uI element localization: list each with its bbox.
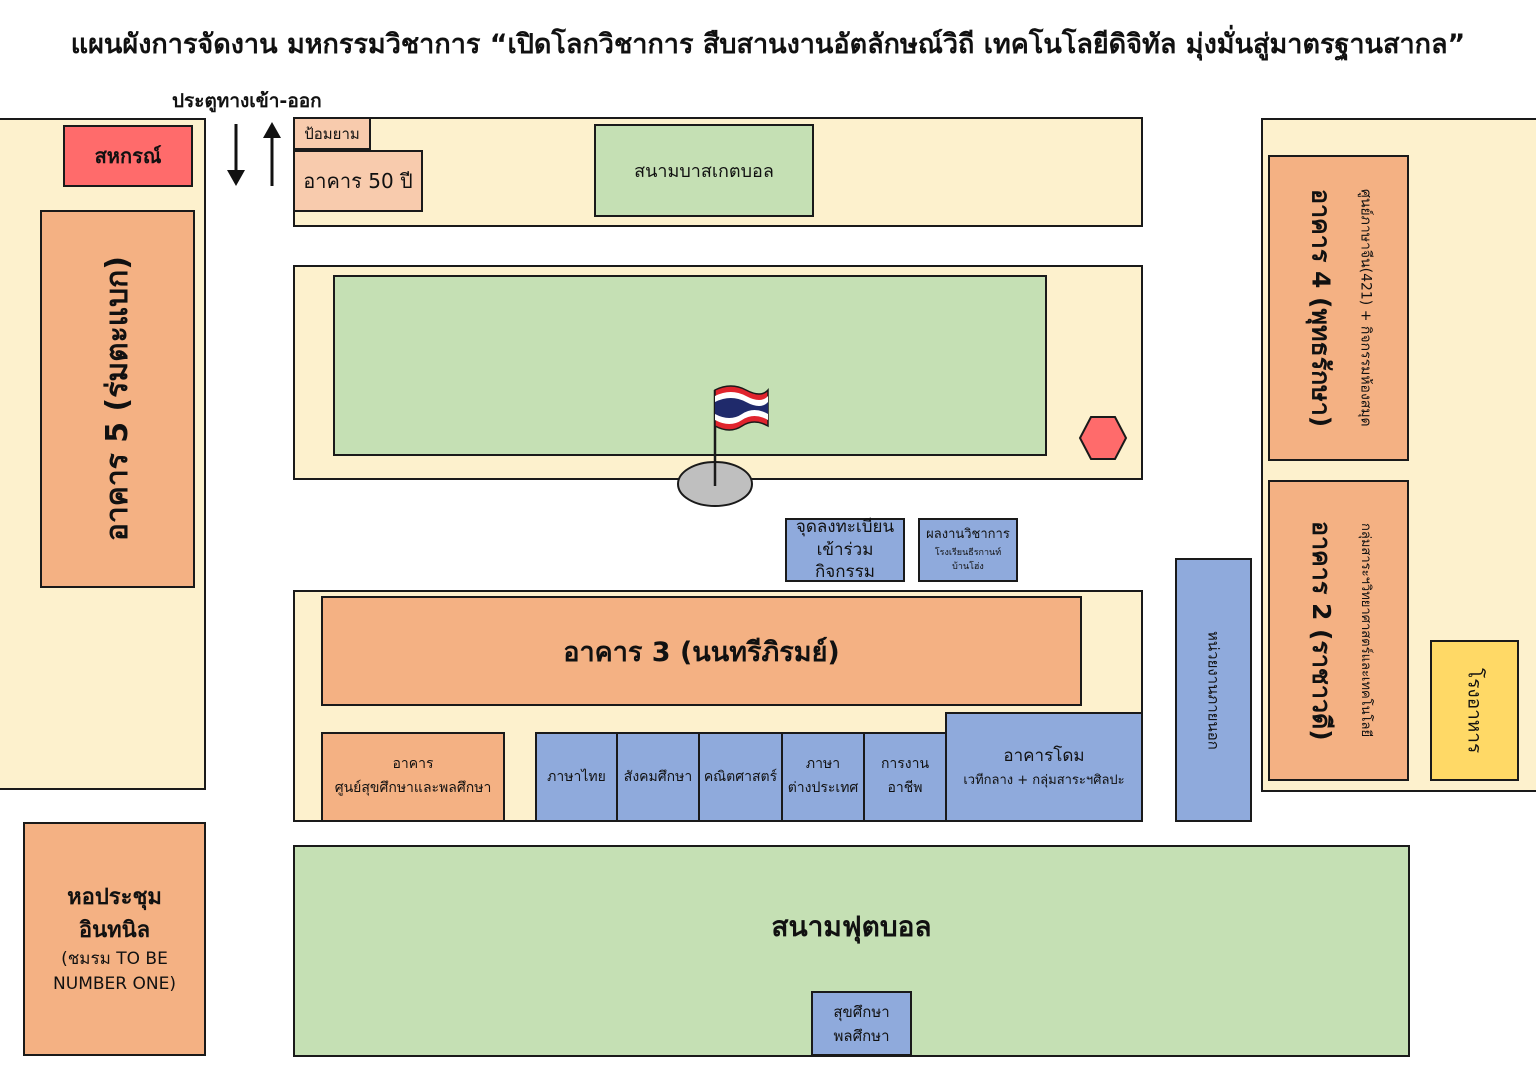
building-4-sub-label: ศูนย์ภาษาจีน(421) + กิจกรรมห้องสมุด — [1357, 189, 1374, 427]
room-thai[interactable]: ภาษาไทย — [535, 732, 618, 822]
building-50-label: อาคาร 50 ปี — [303, 169, 413, 193]
room-career-label-2: อาชีพ — [887, 780, 923, 796]
canteen-label: โรงอาหาร — [1463, 667, 1486, 754]
registration-label-1: จุดลงทะเบียน — [795, 516, 895, 537]
meeting-hall[interactable]: หอประชุม อินทนิล (ชมรม TO BE NUMBER ONE) — [23, 822, 206, 1056]
football-label: สนามฟุตบอล — [771, 910, 932, 943]
guard-post-label: ป้อมยาม — [304, 124, 360, 143]
building-2-sub-label: กลุ่มสาระฯวิทยาศาสตร์และเทคโนโลยี — [1358, 523, 1373, 738]
building-5[interactable]: อาคาร 5 (ร่มตะแบก) — [40, 210, 195, 588]
building-50-years[interactable]: อาคาร 50 ปี — [293, 150, 423, 212]
room-social-label: สังคมศึกษา — [623, 769, 693, 785]
room-math-label: คณิตศาสตร์ — [703, 769, 778, 785]
building-5-label: อาคาร 5 (ร่มตะแบก) — [100, 256, 135, 542]
academic-label-1: ผลงานวิชาการ — [926, 527, 1010, 543]
building-4[interactable]: อาคาร 4 (พุทธรักษา) ศูนย์ภาษาจีน(421) + … — [1268, 155, 1409, 461]
room-foreign-label-1: ภาษา — [805, 756, 841, 773]
room-career[interactable]: การงาน อาชีพ — [863, 732, 947, 822]
gate-arrows-icon — [227, 122, 281, 186]
health-pe-center[interactable]: อาคาร ศูนย์สุขศึกษาและพลศึกษา — [321, 732, 505, 822]
room-thai-label: ภาษาไทย — [547, 769, 606, 785]
gate-label: ประตูทางเข้า-ออก — [172, 90, 322, 112]
external-units-label: หน่วยงานภายนอก — [1204, 630, 1223, 750]
hexagon-marker-icon — [1078, 416, 1128, 460]
meeting-hall-label-1: หอประชุม — [67, 884, 162, 910]
dome-label-2: เวทีกลาง + กลุ่มสาระฯศิลปะ — [963, 773, 1125, 789]
building-2-label: อาคาร 2 (ราชาวดี) — [1307, 520, 1336, 741]
academic-works[interactable]: ผลงานวิชาการ โรงเรียนธีรกานท์บ้านโฮ่ง — [918, 518, 1018, 582]
room-career-label-1: การงาน — [880, 756, 930, 773]
pe-booth-label-1: สุขศึกษา — [833, 1002, 890, 1021]
building-3-label: อาคาร 3 (นนทรีภิรมย์) — [563, 636, 840, 668]
building-3[interactable]: อาคาร 3 (นนทรีภิรมย์) — [321, 596, 1082, 706]
health-center-label-2: ศูนย์สุขศึกษาและพลศึกษา — [334, 780, 492, 796]
cooperative-label: สหกรณ์ — [94, 144, 162, 168]
dome-building[interactable]: อาคารโดม เวทีกลาง + กลุ่มสาระฯศิลปะ — [945, 712, 1143, 822]
building-4-label: อาคาร 4 (พุทธรักษา) — [1306, 188, 1336, 428]
room-math[interactable]: คณิตศาสตร์ — [698, 732, 783, 822]
health-center-label-1: อาคาร — [392, 756, 434, 773]
basketball-court[interactable]: สนามบาสเกตบอล — [594, 124, 814, 217]
pe-booth-label-2: พลศึกษา — [833, 1026, 890, 1045]
meeting-hall-label-2: อินทนิล — [78, 917, 151, 943]
flagpole-icon — [677, 385, 769, 507]
meeting-hall-label-3: (ชมรม TO BE — [61, 948, 168, 969]
pe-booth[interactable]: สุขศึกษา พลศึกษา — [811, 991, 912, 1056]
central-lawn — [333, 275, 1047, 456]
room-foreign-language[interactable]: ภาษา ต่างประเทศ — [781, 732, 865, 822]
guard-post[interactable]: ป้อมยาม — [293, 117, 371, 150]
cooperative-building[interactable]: สหกรณ์ — [63, 125, 193, 187]
registration-label-2: เข้าร่วมกิจกรรม — [814, 539, 875, 583]
basketball-label: สนามบาสเกตบอล — [634, 161, 774, 182]
academic-label-2: โรงเรียนธีรกานท์บ้านโฮ่ง — [934, 548, 1002, 573]
building-2[interactable]: อาคาร 2 (ราชาวดี) กลุ่มสาระฯวิทยาศาสตร์แ… — [1268, 480, 1409, 781]
room-foreign-label-2: ต่างประเทศ — [787, 780, 859, 796]
meeting-hall-label-4: NUMBER ONE) — [53, 974, 176, 994]
registration-point[interactable]: จุดลงทะเบียน เข้าร่วมกิจกรรม — [785, 516, 905, 583]
canteen[interactable]: โรงอาหาร — [1430, 640, 1519, 781]
external-units[interactable]: หน่วยงานภายนอก — [1175, 558, 1252, 822]
dome-label-1: อาคารโดม — [1003, 745, 1085, 766]
map-title: แผนผังการจัดงาน มหกรรมวิชาการ “เปิดโลกวิ… — [70, 29, 1466, 60]
room-social[interactable]: สังคมศึกษา — [616, 732, 700, 822]
